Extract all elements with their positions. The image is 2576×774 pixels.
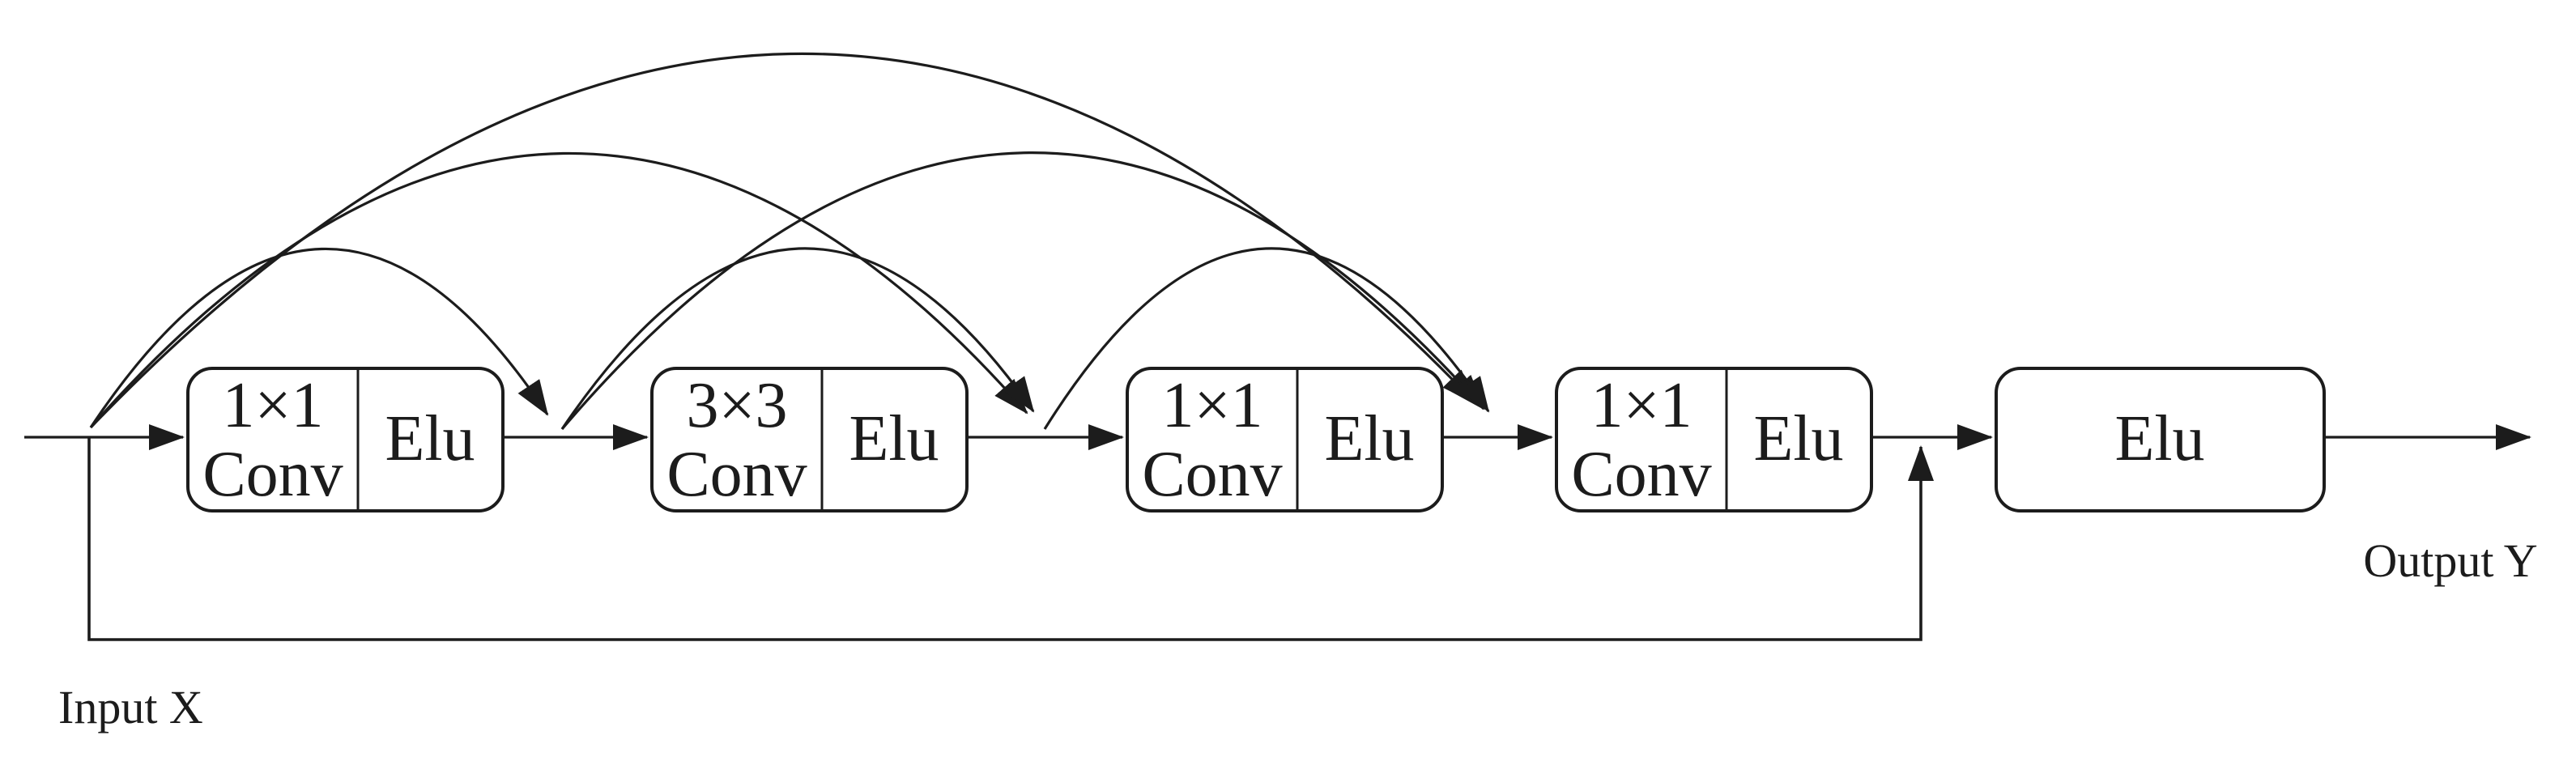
conv1-activation-label: Elu	[385, 403, 475, 474]
conv4-box	[1555, 367, 1873, 512]
conv3-box	[1126, 367, 1444, 512]
skip-arc-merge1-to-merge2	[560, 247, 1035, 430]
skip-arc-input-to-merge1	[89, 247, 549, 428]
conv1-node: 1×1 Conv Elu	[186, 367, 505, 512]
conv3-activation-label: Elu	[1324, 403, 1414, 474]
conv1-kernel-label: 1×1	[222, 370, 323, 441]
conv2-op-label: Conv	[666, 439, 807, 510]
skip-arc-merge2-to-merge3	[1043, 247, 1490, 430]
conv4-node: 1×1 Conv Elu	[1555, 367, 1873, 512]
conv4-activation-label: Elu	[1753, 403, 1843, 474]
input-label: Input X	[58, 681, 203, 734]
skip-arc-merge1-to-merge3	[560, 151, 1485, 431]
final-elu-node: Elu	[1995, 367, 2326, 512]
skip-arc-input-to-merge3	[89, 52, 1477, 429]
conv2-kernel-label: 3×3	[686, 370, 787, 441]
conv3-op-label: Conv	[1142, 439, 1282, 510]
skip-arc-input-to-merge2	[89, 151, 1028, 429]
bottom-residual-path	[87, 437, 1934, 641]
conv2-activation-label: Elu	[849, 403, 939, 474]
conv4-op-label: Conv	[1571, 439, 1711, 510]
conv3-kernel-label: 1×1	[1161, 370, 1262, 441]
output-label: Output Y	[2363, 534, 2537, 587]
conv4-kernel-label: 1×1	[1590, 370, 1692, 441]
final-elu-box	[1995, 367, 2326, 512]
skip-arcs	[89, 52, 1490, 431]
conv1-op-label: Conv	[202, 439, 343, 510]
conv2-node: 3×3 Conv Elu	[650, 367, 969, 512]
conv1-box	[186, 367, 505, 512]
conv3-node: 1×1 Conv Elu	[1126, 367, 1444, 512]
conv2-box	[650, 367, 969, 512]
final-elu-label: Elu	[2114, 403, 2204, 474]
